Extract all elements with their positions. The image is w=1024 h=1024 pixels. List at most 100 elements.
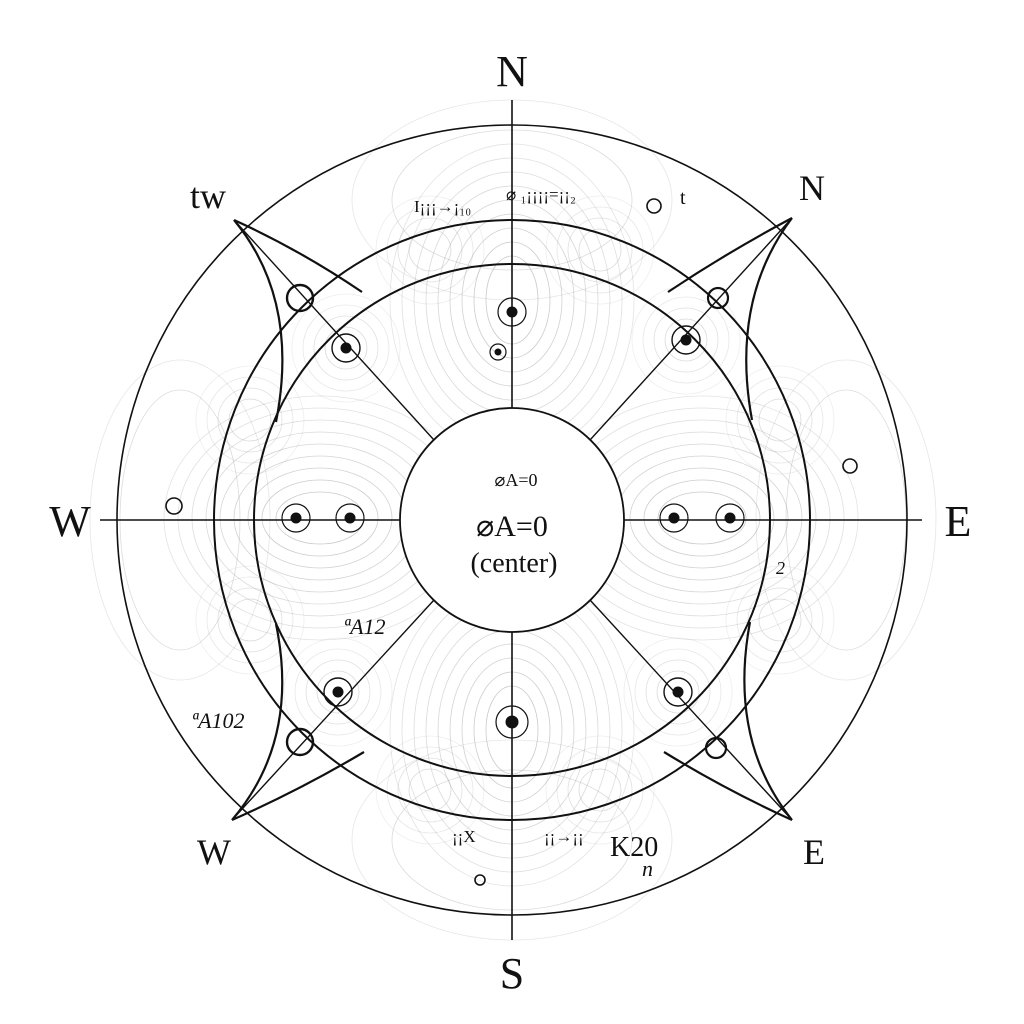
node-west-1 <box>281 503 311 533</box>
orbit-ellipse <box>195 565 305 675</box>
annotation-bottom-right-scribble: ¡¡→¡¡ <box>544 827 584 846</box>
center-small-label: ⌀A=0 <box>495 470 538 490</box>
orbit-ellipse <box>725 565 835 675</box>
orbit-ellipse <box>642 296 730 384</box>
orbit-ellipse <box>324 326 368 370</box>
center-labels: ⌀A=0 ⌀A=0 (center) <box>470 470 557 579</box>
orbit-ellipse <box>228 398 272 442</box>
label-south: S <box>500 949 524 998</box>
annotation-e2: 2 <box>776 558 785 578</box>
orbit-ellipse <box>375 195 485 305</box>
node-top-small <box>646 198 662 214</box>
orbit-ellipse <box>567 757 633 823</box>
label-north: N <box>496 47 528 96</box>
orbit-ellipse <box>219 443 421 593</box>
orbit-ellipse <box>217 387 283 453</box>
node-north <box>497 297 527 327</box>
star-point-se <box>663 621 793 822</box>
node-west-small <box>165 497 183 515</box>
orbit-ellipse <box>601 443 803 593</box>
label-southwest: W <box>197 832 231 872</box>
node-east-2 <box>715 503 745 533</box>
orbit-ellipse <box>631 285 741 395</box>
compass-labels: N S W E N tw W E <box>49 47 971 998</box>
orbit-ellipse <box>545 195 655 305</box>
annotation-a12: ªA12 <box>344 614 386 639</box>
center-main-label: ⌀A=0 <box>476 510 548 543</box>
annotation-k20: K20 <box>610 832 658 863</box>
orbit-ellipse <box>664 318 708 362</box>
orbit-ellipse <box>291 293 401 403</box>
orbit-ellipse <box>386 746 474 834</box>
annotation-a102: ªA102 <box>192 708 245 733</box>
orbit-ellipse <box>736 576 824 664</box>
node-nw <box>285 283 361 363</box>
annotation-top-mid-scribble: ⌀ ₁¡¡¡¡=¡¡₂ <box>506 185 576 204</box>
orbit-ellipse <box>629 467 775 569</box>
node-se <box>663 677 728 760</box>
orbit-ellipse <box>623 637 733 747</box>
node-east-small <box>842 458 858 474</box>
orbit-ellipse <box>578 768 622 812</box>
label-west: W <box>49 497 91 546</box>
orbit-ellipse <box>247 467 393 569</box>
label-southeast: E <box>803 832 825 872</box>
node-ne <box>671 286 730 355</box>
orbit-ellipse <box>567 217 633 283</box>
orbit-ellipse <box>615 455 789 581</box>
star-point-sw <box>231 623 365 822</box>
diagonal-sw <box>231 599 435 821</box>
label-east: E <box>945 497 972 546</box>
orbit-ellipse <box>233 455 407 581</box>
orbit-ellipse <box>758 598 802 642</box>
annotation-top-left-scribble: I¡¡¡→¡₁₀ <box>414 197 471 216</box>
diagonal-ne <box>589 217 793 441</box>
orbit-ellipse <box>228 598 272 642</box>
center-sub-label: (center) <box>470 548 557 579</box>
star-point-nw <box>233 218 363 423</box>
annotation-bottom-left-scribble: ¡¡X <box>452 827 476 846</box>
orbit-ellipse <box>302 304 390 392</box>
star-point-ne <box>667 217 793 421</box>
node-east-1 <box>659 503 689 533</box>
diagonal-nw <box>233 219 435 441</box>
orbit-ellipse <box>261 479 379 557</box>
orbit-ellipse <box>397 757 463 823</box>
orbit-ellipse <box>758 398 802 442</box>
orbit-ellipse <box>653 307 719 373</box>
node-south <box>495 705 529 739</box>
annotation-top-t: t <box>680 187 686 209</box>
label-northeast: N <box>799 168 825 208</box>
orbit-ellipse <box>397 217 463 283</box>
orbit-ellipse <box>408 768 452 812</box>
node-north-2 <box>489 343 507 361</box>
orbit-ellipse <box>634 648 722 736</box>
orbit-ellipse <box>645 659 711 725</box>
orbit-ellipse <box>578 228 622 272</box>
orbit-ellipse <box>283 637 393 747</box>
orbit-ellipse <box>643 479 761 557</box>
annotations: ªA12 ªA102 K20 n 2 t I¡¡¡→¡₁₀ ⌀ ₁¡¡¡¡=¡¡… <box>192 185 785 881</box>
diagonal-se <box>589 599 793 821</box>
orbit-ellipse <box>195 365 305 475</box>
node-west-2 <box>335 503 365 533</box>
annotation-n: n <box>642 856 653 881</box>
orbit-ellipse <box>545 735 655 845</box>
orbit-ellipse <box>316 670 360 714</box>
main-geometry <box>100 100 922 940</box>
orbit-ellipse <box>294 648 382 736</box>
orbit-ellipse <box>736 376 824 464</box>
node-sw <box>285 677 353 757</box>
focus-nodes <box>165 198 858 886</box>
label-northwest: tw <box>190 176 226 216</box>
orbit-ellipse <box>386 206 474 294</box>
orbit-ellipse <box>657 491 747 545</box>
orbit-ellipse <box>375 735 485 845</box>
orbit-ellipse <box>408 228 452 272</box>
orbit-ellipse <box>313 315 379 381</box>
node-bottom-small <box>474 874 486 886</box>
orbit-ellipse <box>305 659 371 725</box>
orbit-ellipse <box>217 587 283 653</box>
orbit-ellipse <box>656 670 700 714</box>
